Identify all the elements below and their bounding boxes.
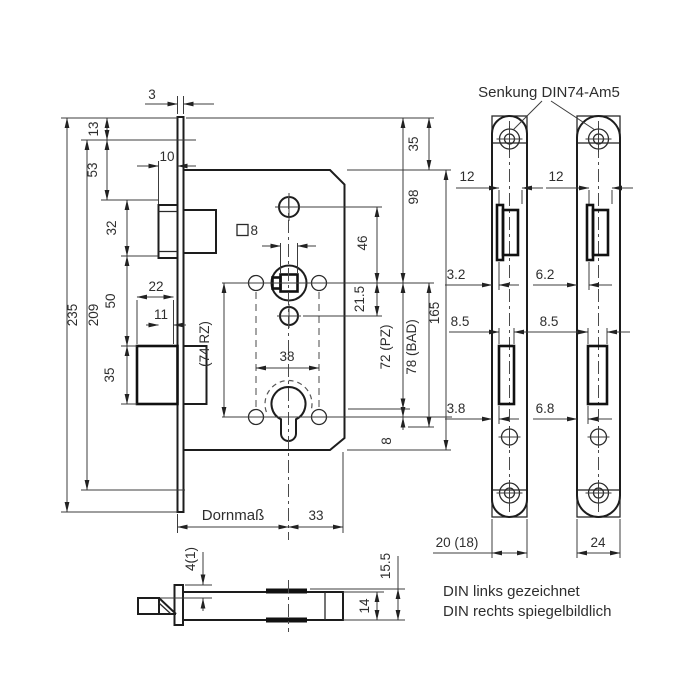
side-view: 4(1) 15.5 14 bbox=[137, 547, 405, 632]
bolt-slot-left-plate bbox=[497, 344, 516, 406]
screw-hole-mid-left-plate bbox=[498, 426, 521, 448]
deadbolt-head bbox=[135, 344, 179, 406]
latch-side bbox=[137, 597, 160, 615]
dim-latch-slot-left: 12 bbox=[459, 169, 474, 184]
dim-top-to-case: 13 bbox=[86, 121, 101, 136]
dim-latch-protrusion: 10 bbox=[159, 149, 174, 164]
dim-latch-to-bolt: 50 bbox=[103, 293, 118, 308]
left-dimensions: 235 209 13 53 32 50 35 bbox=[61, 117, 196, 513]
dim-screw-spacing: 38 bbox=[279, 349, 294, 364]
backset-label: Dornmaß bbox=[202, 507, 265, 524]
faceplate-dimensions: 12 12 3.2 6.2 8.5 8.5 3.8 6.8 bbox=[433, 169, 633, 558]
faceplate-24mm bbox=[576, 115, 621, 518]
bolt-slot-right-plate bbox=[586, 344, 609, 406]
dim-screw-to-follower: 46 bbox=[355, 235, 370, 250]
countersunk-screw-top-left-plate bbox=[496, 126, 523, 152]
dim-plate-width-left: 20 (18) bbox=[436, 535, 479, 550]
latch-slot-right-plate bbox=[591, 208, 610, 257]
dim-square-size: 8 bbox=[251, 223, 259, 238]
countersunk-screw-top-right-plate bbox=[585, 126, 612, 152]
dim-overall-height: 15.5 bbox=[378, 553, 393, 579]
din-notes: DIN links gezeichnet DIN rechts spiegelb… bbox=[443, 583, 611, 620]
dim-axis-drop: 8 bbox=[379, 437, 394, 445]
dim-backset-to-edge: 33 bbox=[308, 508, 323, 523]
case-side bbox=[182, 591, 344, 621]
dim-top-to-follower: 98 bbox=[406, 189, 421, 204]
latch-slot-left-plate bbox=[501, 208, 520, 257]
dim-case-length: 165 bbox=[427, 302, 442, 325]
senkung-label: Senkung DIN74-Am5 bbox=[478, 84, 620, 101]
latch-bolt-head bbox=[157, 204, 179, 259]
backset-dimension: Dornmaß 33 bbox=[177, 452, 344, 533]
faceplate-side bbox=[173, 584, 184, 626]
dim-bolt-slot-right: 8.5 bbox=[540, 314, 559, 329]
square-symbol bbox=[236, 223, 249, 237]
dim-to-latch-top: 53 bbox=[85, 162, 100, 177]
dim-faceplate-thickness: 3 bbox=[148, 87, 156, 102]
dim-bolt-height: 35 bbox=[102, 367, 117, 382]
main-view bbox=[135, 116, 452, 540]
follower-boss-top bbox=[266, 588, 307, 594]
dim-case-width: 14 bbox=[357, 598, 372, 614]
dim-bolt-offset-right: 6.8 bbox=[536, 401, 555, 416]
follower-boss-bottom bbox=[266, 617, 307, 623]
countersunk-screw-bottom-left-plate bbox=[496, 480, 523, 506]
dim-latch-lip: 4(1) bbox=[183, 547, 198, 571]
latch-bolt-inner bbox=[182, 209, 217, 254]
dim-bolt-half-width: 11 bbox=[154, 307, 168, 322]
top-dimensions: 3 10 bbox=[137, 87, 214, 204]
dim-distance-rz: (74 RZ) bbox=[197, 321, 212, 367]
dim-inner-length: 209 bbox=[86, 304, 101, 327]
din-note-left: DIN links gezeichnet bbox=[443, 583, 581, 600]
dim-follower-to-screw: 21.5 bbox=[352, 286, 367, 312]
dim-plate-width-right: 24 bbox=[590, 535, 606, 550]
dim-faceplate-length: 235 bbox=[65, 304, 80, 327]
countersunk-screw-bottom-right-plate bbox=[585, 480, 612, 506]
dim-latch-height: 32 bbox=[104, 220, 119, 235]
dim-case-top-offset: 35 bbox=[406, 136, 421, 151]
dim-latch-slot-right: 12 bbox=[548, 169, 563, 184]
faceplate-right-variant bbox=[576, 115, 621, 518]
dim-bolt-width: 22 bbox=[148, 279, 163, 294]
deadbolt-inner bbox=[182, 345, 208, 405]
latch-bevel bbox=[158, 597, 177, 615]
right-dimensions: 46 21.5 98 72 (PZ) 8 35 78 (BAD) 165 bbox=[186, 117, 451, 451]
senkung-note: Senkung DIN74-Am5 bbox=[478, 84, 620, 131]
dim-latch-offset-left: 3.2 bbox=[447, 267, 466, 282]
lock-case bbox=[182, 169, 346, 451]
cylinder-rose-dashed bbox=[264, 379, 313, 413]
dim-bolt-offset-left: 3.8 bbox=[447, 401, 466, 416]
dim-distance-pz: 72 (PZ) bbox=[378, 324, 393, 369]
dim-distance-bad: 78 (BAD) bbox=[404, 319, 419, 375]
inner-dimensions: 8 22 11 38 (74 RZ) bbox=[136, 223, 320, 418]
dim-bolt-slot-left: 8.5 bbox=[451, 314, 470, 329]
faceplate-left-variant bbox=[491, 115, 528, 518]
din-note-right: DIN rechts spiegelbildlich bbox=[443, 603, 611, 620]
screw-hole-mid-right-plate bbox=[587, 426, 610, 448]
dim-latch-offset-right: 6.2 bbox=[536, 267, 555, 282]
faceplate-20mm bbox=[491, 115, 528, 518]
